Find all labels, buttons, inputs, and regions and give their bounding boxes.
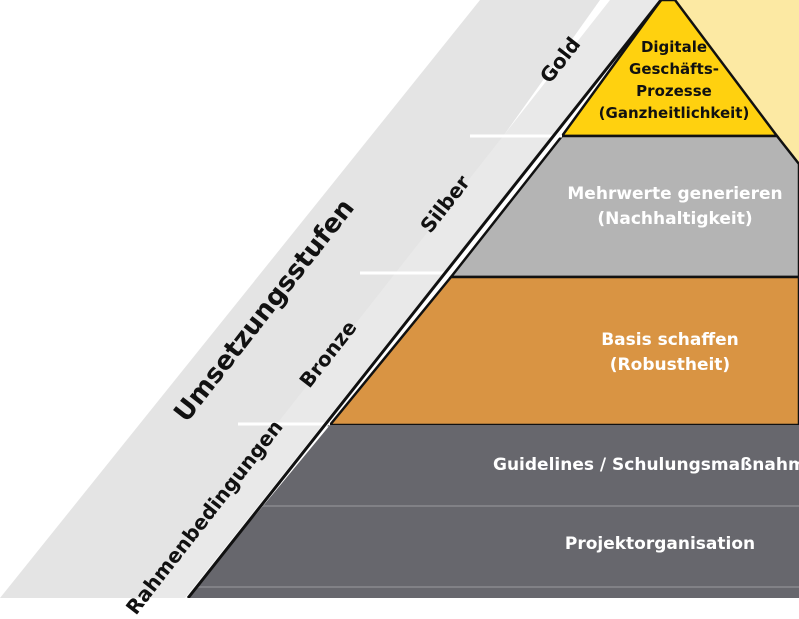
bronze-text: Basis schaffen (Robustheit) (560, 328, 780, 378)
layer-silber (448, 134, 799, 279)
gold-line1: Digitale (640, 38, 708, 56)
bronze-line2: (Robustheit) (609, 355, 731, 375)
gold-line3: Prozesse (636, 82, 712, 100)
pyramid-graphic (0, 0, 799, 599)
layer-bottom (188, 587, 799, 598)
gold-line2: Geschäfts- (629, 60, 719, 78)
stage-band (140, 0, 660, 598)
silber-text: Mehrwerte generieren (Nachhaltigkeit) (540, 182, 799, 232)
pyramid-edge (186, 0, 663, 599)
bronze-line1: Basis schaffen (601, 330, 739, 350)
silber-line1: Mehrwerte generieren (567, 184, 783, 204)
projekt-text: Projektorganisation (564, 534, 756, 554)
outer-band (0, 0, 600, 598)
gold-line4: (Ganzheitlichkeit) (598, 104, 750, 122)
silber-line2: (Nachhaltigkeit) (597, 209, 753, 229)
layer-guidelines (263, 425, 799, 506)
guidelines-text: Guidelines / Schulungsmaßnahmen (493, 455, 799, 475)
layer-projekt (196, 506, 799, 587)
gold-text: Digitale Geschäfts- Prozesse (Ganzheitli… (574, 36, 774, 124)
layer-bronze (327, 275, 799, 427)
